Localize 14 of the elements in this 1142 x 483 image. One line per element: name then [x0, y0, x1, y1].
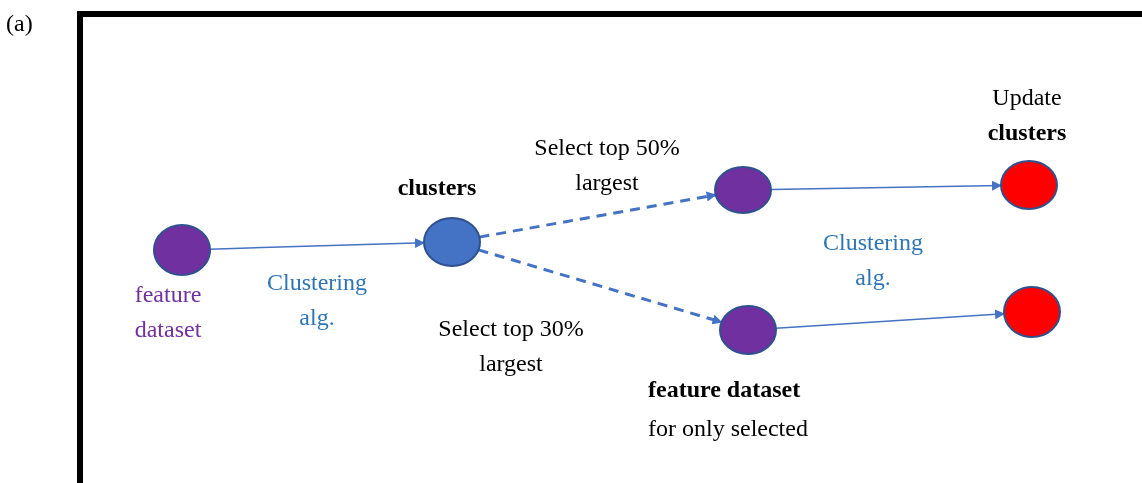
arrow [478, 248, 723, 325]
edge-label: Select top 30% largest [437, 314, 585, 378]
step-label: Clustering alg. [822, 228, 924, 292]
node-label: feature dataset [648, 375, 802, 404]
arrow [479, 191, 717, 239]
node-label: feature dataset [133, 280, 203, 344]
node-label: Update clusters [986, 83, 1068, 147]
node-label: for only selected [648, 414, 809, 443]
arrow [770, 180, 1002, 191]
node-label: clusters [396, 173, 478, 202]
panel-label: (a) [6, 9, 34, 38]
edge-label: Select top 50% largest [533, 133, 681, 197]
edge-label: Clustering alg. [266, 268, 368, 332]
arrow [209, 238, 425, 250]
